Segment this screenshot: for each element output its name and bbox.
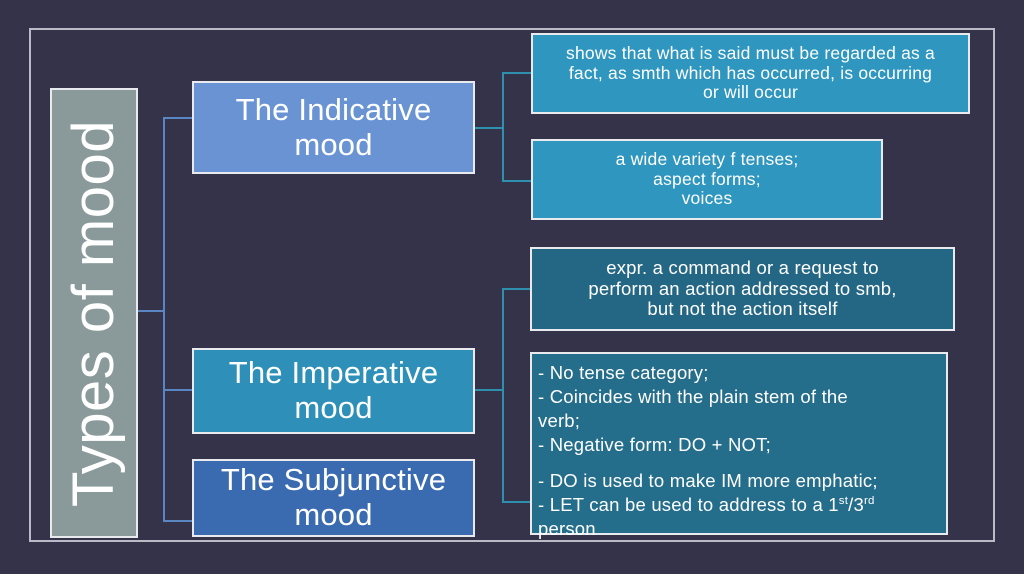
detail-line-ordinal-mid: /3 [848, 494, 864, 516]
connector-indicative-trunk [502, 72, 504, 182]
node-imperative-mood-label: The Imperative mood [228, 355, 439, 425]
connector-to-indicative [163, 117, 194, 119]
detail-line: but not the action itself [647, 298, 838, 320]
detail-line: person [538, 518, 596, 540]
connector-imperative-trunk [502, 288, 504, 503]
detail-line-ordinal: - LET can be used to address to a 1st/3r… [538, 493, 940, 517]
detail-line-ordinal-pre: - LET can be used to address to a 1 [538, 494, 839, 516]
connector-imperative-detail-2 [502, 501, 532, 503]
detail-line: - Coincides with the plain stem of the [538, 386, 848, 408]
detail-line: perform an action addressed to smb, [588, 277, 897, 299]
detail-line: a wide variety f tenses; [615, 149, 799, 170]
detail-line: - Negative form: DO + NOT; [538, 434, 771, 456]
ordinal-suffix-rd: rd [863, 495, 875, 508]
connector-to-imperative [163, 389, 194, 391]
node-subjunctive-mood-label: The Subjunctive mood [220, 462, 447, 532]
connector-title-trunk [163, 117, 165, 522]
connector-imperative-detail-1 [502, 288, 532, 290]
detail-line: aspect forms; [653, 168, 761, 189]
detail-line: - DO is used to make IM more emphatic; [538, 470, 878, 492]
detail-imperative-definition: expr. a command or a request to perform … [530, 247, 955, 331]
detail-line: fact, as smth which has occurred, is occ… [568, 62, 933, 83]
connector-indicative-stub [475, 127, 504, 129]
detail-line: voices [681, 188, 733, 209]
node-indicative-mood-label: The Indicative mood [235, 91, 432, 162]
node-subjunctive-mood[interactable]: The Subjunctive mood [192, 459, 475, 537]
detail-spacer [538, 457, 940, 469]
page-title-box: Types of mood [50, 88, 138, 538]
detail-line: shows that what is said must be regarded… [566, 43, 935, 64]
detail-line: expr. a command or a request to [606, 256, 879, 278]
detail-indicative-features: a wide variety f tenses; aspect forms; v… [531, 139, 883, 220]
detail-imperative-features: - No tense category; - Coincides with th… [530, 352, 948, 539]
node-imperative-mood[interactable]: The Imperative mood [192, 348, 475, 434]
connector-imperative-stub [475, 389, 504, 391]
connector-indicative-detail-1 [502, 72, 533, 74]
connector-indicative-detail-2 [502, 180, 533, 182]
detail-line: verb; [538, 410, 581, 432]
node-indicative-mood[interactable]: The Indicative mood [192, 81, 475, 174]
connector-title-stub [137, 310, 165, 312]
detail-line: - No tense category; [538, 362, 709, 383]
detail-indicative-definition: shows that what is said must be regarded… [531, 33, 970, 114]
connector-to-subjunctive [163, 520, 194, 522]
page-title: Types of mood [60, 119, 126, 507]
ordinal-suffix-st: st [838, 495, 849, 508]
detail-line: or will occur [703, 82, 798, 103]
